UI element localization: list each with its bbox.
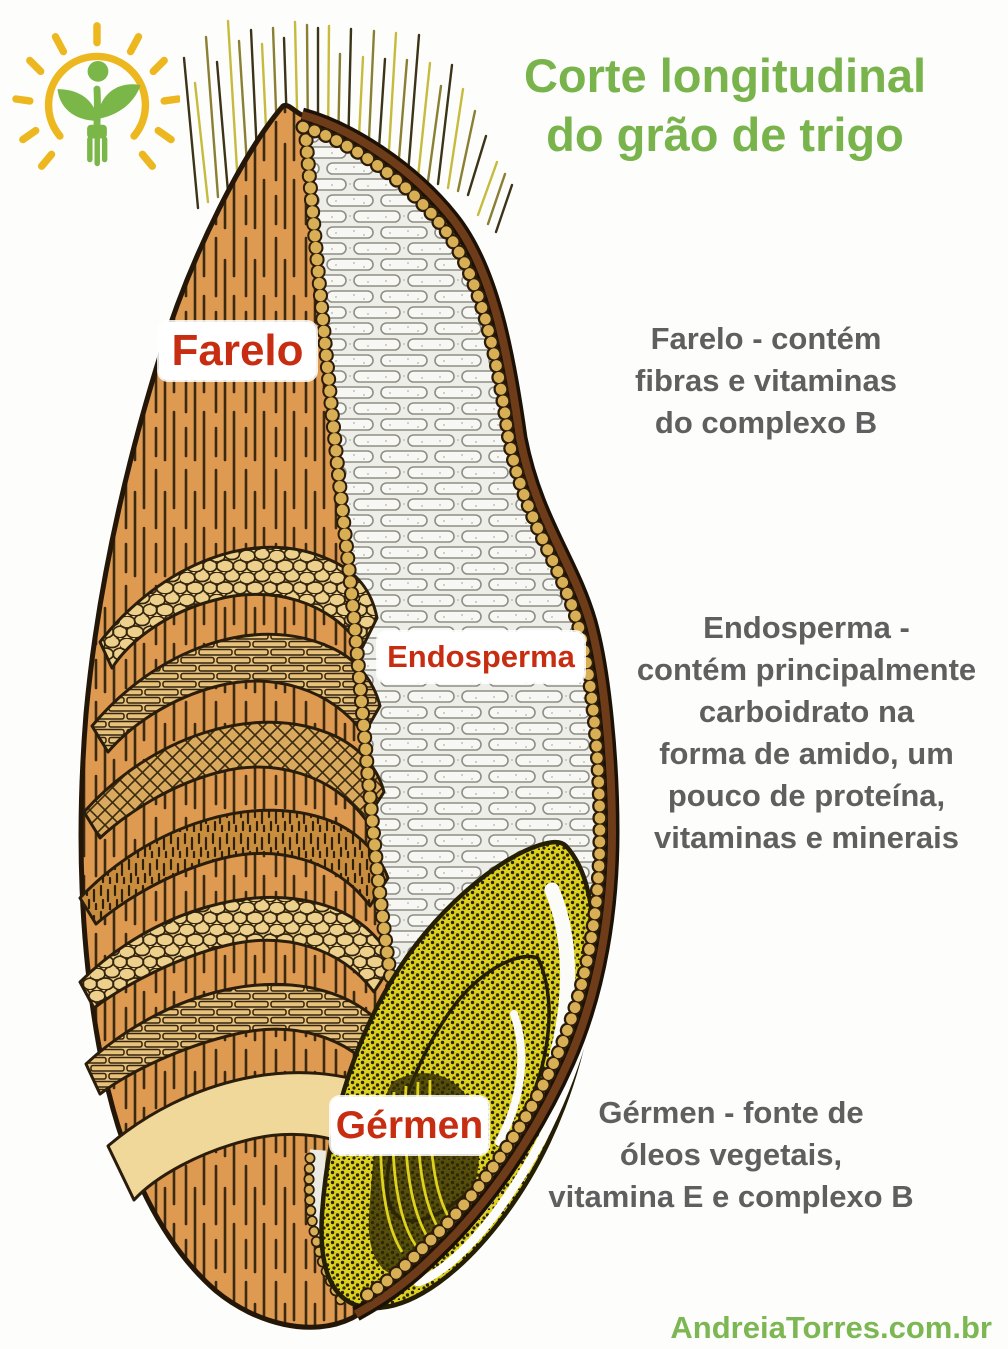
- annotation-line: forma de amido, um: [659, 736, 954, 771]
- page-title: Corte longitudinal do grão de trigo: [445, 46, 1005, 164]
- website-watermark: AndreiaTorres.com.br: [670, 1310, 992, 1345]
- grain-brush-hairs: [182, 19, 514, 234]
- annotation-line: pouco de proteína,: [667, 778, 946, 813]
- part-label-farelo: Farelo: [159, 322, 316, 380]
- title-line-1: Corte longitudinal: [523, 49, 927, 102]
- part-label-germen: Gérmen: [331, 1097, 488, 1154]
- title-line-2: do grão de trigo: [546, 108, 904, 161]
- annotation-line: carboidrato na: [698, 694, 915, 729]
- part-label-endosperma: Endosperma: [378, 632, 584, 682]
- annotation-line: vitaminas e minerais: [654, 820, 959, 855]
- part-label-text: Farelo: [171, 326, 304, 375]
- seed-coat-border: [295, 107, 620, 1321]
- annotation-line: Gérmen - fonte de: [598, 1095, 864, 1130]
- annotation-line: fibras e vitaminas: [635, 363, 897, 398]
- annotation-farelo: Farelo - contém fibras e vitaminas do co…: [598, 318, 934, 444]
- annotation-line: óleos vegetais,: [619, 1137, 843, 1172]
- sun-plant-fork-icon: [12, 22, 180, 170]
- annotation-germen: Gérmen - fonte de óleos vegetais, vitami…: [528, 1092, 934, 1218]
- annotation-line: vitamina E e complexo B: [548, 1179, 914, 1214]
- part-label-text: Endosperma: [387, 639, 575, 674]
- annotation-line: contém principalmente: [636, 652, 977, 687]
- annotation-endosperma: Endosperma - contém principalmente carbo…: [608, 607, 1005, 859]
- annotation-line: Farelo - contém: [650, 321, 882, 356]
- annotation-line: Endosperma -: [703, 610, 910, 645]
- part-label-text: Gérmen: [335, 1103, 484, 1147]
- annotation-line: do complexo B: [654, 405, 878, 440]
